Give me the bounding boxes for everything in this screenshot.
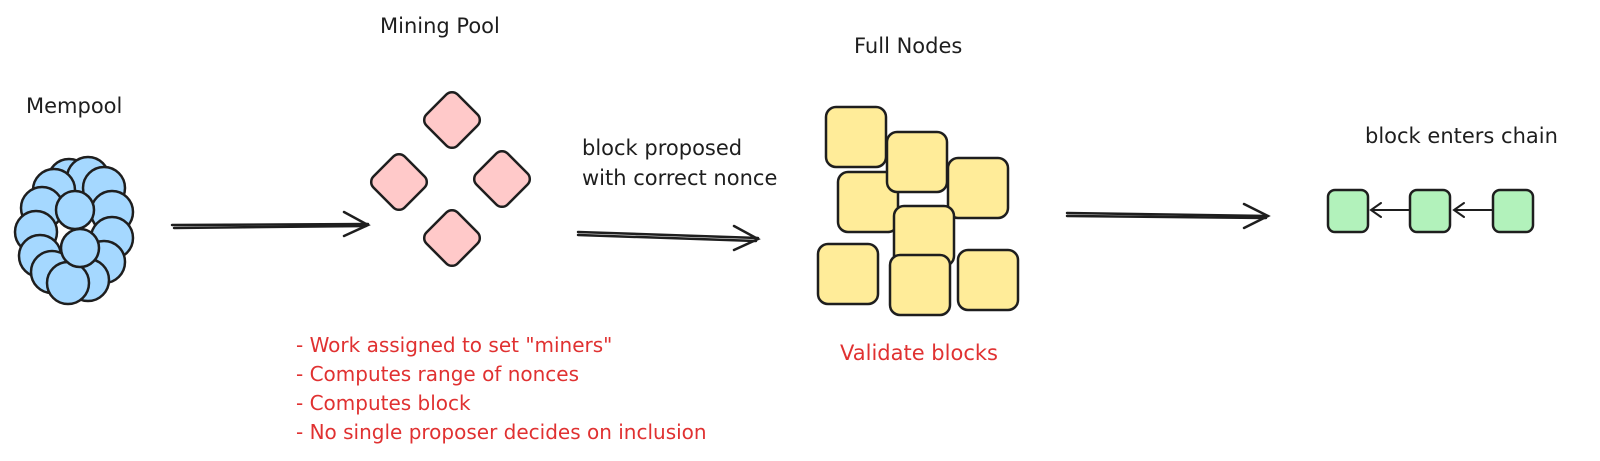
note-item: - No single proposer decides on inclusio… [296, 420, 707, 444]
arrow-nodes-to-chain [1065, 202, 1271, 230]
arrow-pool-to-nodes [576, 224, 761, 252]
note-item: - Computes range of nonces [296, 362, 580, 386]
label-mining-pool: Mining Pool [380, 14, 500, 38]
mining-pool-diamonds [369, 90, 532, 268]
chain-link-arrows [1369, 202, 1494, 218]
label-validate-blocks: Validate blocks [840, 341, 998, 365]
full-node-blocks [816, 105, 1020, 317]
arrow-mempool-to-pool [170, 210, 371, 238]
label-mempool: Mempool [26, 94, 123, 118]
label-block-proposed-2: with correct nonce [582, 166, 778, 190]
label-block-proposed-1: block proposed [582, 136, 743, 160]
label-block-enters-chain: block enters chain [1365, 124, 1558, 148]
label-full-nodes: Full Nodes [854, 34, 963, 58]
chain-blocks [1326, 188, 1535, 234]
mempool-cluster [13, 155, 135, 306]
note-item: - Work assigned to set "miners" [296, 333, 613, 357]
mining-pool-notes: - Work assigned to set "miners" - Comput… [296, 331, 707, 447]
note-item: - Computes block [296, 391, 471, 415]
